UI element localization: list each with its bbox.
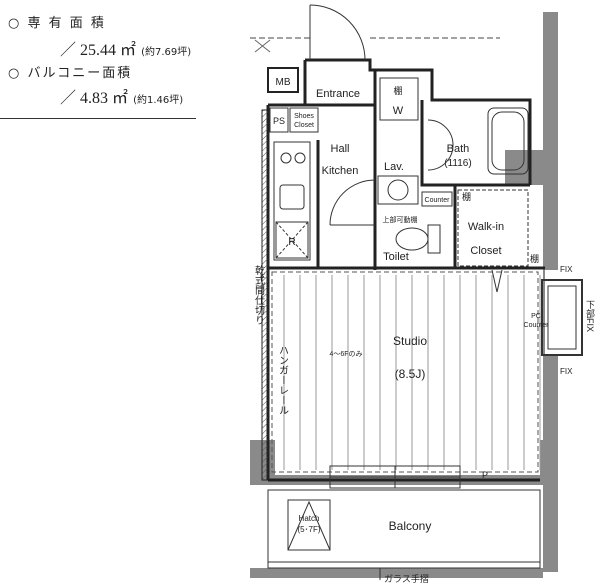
mb-closet: MB: [267, 67, 299, 93]
toilet-fixture: [395, 224, 441, 254]
private-area-label: ○ 専 有 面 積: [8, 16, 106, 31]
fix-top-label: FIX: [560, 265, 573, 274]
entrance-door: [309, 4, 366, 61]
washer-label: W: [393, 105, 404, 117]
lav-label: Lav.: [384, 161, 404, 173]
bathroom: Bath (1116): [427, 107, 529, 175]
walkin-label-2: Closet: [470, 245, 501, 257]
bath-label: Bath: [447, 143, 470, 155]
private-area-tsubo: (約7.69坪): [141, 47, 192, 58]
lower-fix-label: 下部FIX: [585, 300, 595, 332]
studio-flooring: [283, 275, 541, 470]
pc-counter-label-2: Counter: [524, 322, 550, 329]
area-legend: ○ 専 有 面 積 ／ 25.44 ㎡ (約7.69坪) ○ バルコニー面積 ／…: [0, 0, 200, 120]
studio-size: (8.5J): [395, 367, 426, 381]
pc-counter-bay: PC Counter FIX FIX 下部FIX: [524, 265, 595, 376]
toilet-counter: Counter 上部可動棚: [383, 191, 453, 224]
corridor-outline: [250, 37, 500, 53]
bath-size: (1116): [444, 158, 471, 169]
private-area-value: ／ 25.44 ㎡: [60, 42, 137, 59]
entrance-label: Entrance: [316, 88, 360, 100]
shoes-closet-label-1: Shoes: [294, 113, 314, 120]
lav-door: [329, 179, 376, 226]
balcony-label: Balcony: [389, 519, 432, 533]
private-area-row: ／ 25.44 ㎡ (約7.69坪): [60, 36, 191, 60]
p-label: P: [482, 470, 488, 480]
hatch-label-2: (5･7F): [297, 525, 320, 534]
washbasin: [377, 175, 419, 205]
dry-partition-wall: [261, 109, 269, 481]
counter-label: Counter: [425, 197, 451, 204]
studio-outline: [271, 271, 539, 473]
door-arrow: [491, 269, 503, 293]
shoes-closet-label-2: Closet: [294, 122, 314, 129]
kitchen-counter: R: [273, 141, 311, 261]
ps-label: PS: [273, 116, 285, 126]
pc-counter-label-1: PC: [531, 313, 541, 320]
glass-rail-label: ガラス手摺: [384, 573, 429, 584]
washer-area: 棚 W: [379, 77, 419, 121]
studio-label: Studio: [393, 334, 427, 348]
balcony-window: [329, 465, 461, 489]
shelf-top-label: 棚: [393, 85, 402, 96]
upper-shelf-label: 上部可動棚: [383, 215, 418, 224]
balcony-area-row: ／ 4.83 ㎡ (約1.46坪): [60, 84, 183, 108]
structural-walls: [250, 12, 558, 578]
balcony-area-value: ／ 4.83 ㎡: [60, 90, 129, 107]
kitchen-label: Kitchen: [322, 165, 359, 177]
toilet-label: Toilet: [383, 251, 409, 263]
legend-divider: [0, 118, 196, 119]
balcony-area-tsubo: (約1.46坪): [133, 95, 184, 106]
hanger-rail-label: ハンガーレール: [277, 345, 289, 415]
walkin-label-1: Walk-in: [468, 221, 504, 233]
walkin-closet: 棚 Walk-in Closet 棚: [457, 189, 539, 267]
hatch-label-1: Hatch: [299, 514, 320, 523]
shelf-side-label: 棚: [462, 191, 471, 202]
shelf-side-label-2: 棚: [530, 253, 539, 264]
balcony-area-label: ○ バルコニー面積: [8, 66, 133, 81]
hall-label: Hall: [331, 143, 350, 155]
refrigerator-label: R: [288, 237, 295, 248]
floor-note: 4～6Fのみ: [329, 350, 362, 358]
mb-label: MB: [276, 77, 291, 88]
fix-bottom-label: FIX: [560, 367, 573, 376]
ps-shoes: PS Shoes Closet: [269, 107, 319, 133]
balcony: Hatch (5･7F) Balcony: [267, 489, 541, 569]
